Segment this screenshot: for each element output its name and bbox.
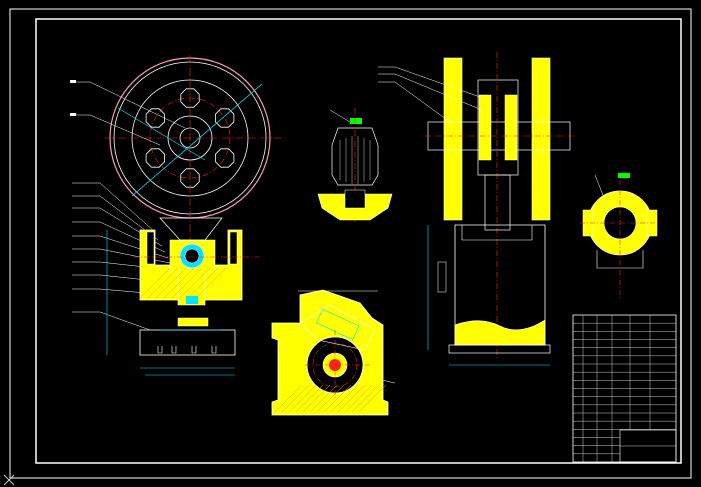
flywheel-hole (145, 108, 166, 128)
side-view-frame (378, 52, 575, 366)
hatch-line (337, 384, 366, 413)
lever-arm (299, 304, 376, 351)
ram-tip (186, 296, 198, 304)
right-guide-slot (229, 231, 238, 265)
green-tag-cam (350, 118, 362, 124)
inner-border (35, 18, 682, 464)
hatch-line (155, 267, 187, 299)
flywheel-hole (145, 148, 166, 168)
hatch-line (351, 384, 380, 413)
flywheel-hole (180, 168, 200, 188)
hatch-line (163, 267, 195, 299)
gear-box-section (271, 289, 396, 416)
t-slots (157, 346, 217, 354)
ring-detail (580, 173, 660, 300)
crank-bore (184, 248, 200, 264)
hatch-line (147, 267, 179, 299)
right-flywheel-side (531, 57, 551, 221)
hatch-line (309, 384, 338, 413)
hatch-line (195, 267, 227, 299)
ram-plate (177, 317, 209, 327)
title-block (572, 314, 677, 463)
cam-ribs (339, 136, 371, 184)
hatch-line (139, 267, 171, 299)
flywheel-hole (180, 88, 200, 108)
side-leaders (378, 66, 483, 123)
hatch-line (187, 267, 219, 299)
hatch-line (344, 384, 373, 413)
outer-border (9, 8, 692, 479)
hatch-line (171, 267, 203, 299)
green-tag-ring (618, 173, 630, 178)
column (484, 174, 511, 231)
flywheel-hole (214, 148, 235, 168)
hatch-line (323, 384, 352, 413)
cam-body (331, 127, 379, 186)
hatch-line (358, 384, 387, 413)
ucs-x-icon (3, 474, 15, 486)
hatch-line (288, 384, 317, 413)
cam-detail (317, 108, 393, 222)
hatch-line (274, 384, 303, 413)
hatch-line (316, 384, 345, 413)
flywheel-hole (214, 108, 235, 128)
front-view-flywheel (70, 55, 285, 376)
diameter-dim (131, 83, 263, 197)
hatch-line (330, 384, 359, 413)
body-hatch (139, 267, 227, 299)
left-guide-slot (146, 231, 155, 265)
left-flywheel-side (443, 57, 463, 221)
hatch-line (302, 384, 331, 413)
hatch-line (281, 384, 310, 413)
flywheel-holes (145, 88, 235, 188)
frame-foot (448, 344, 551, 354)
base-bolster (139, 329, 236, 356)
hatch-line (179, 267, 211, 299)
frame-base-fill (454, 319, 546, 346)
gearbox-hatch (274, 384, 387, 413)
front-leader-tags (70, 80, 76, 116)
hole-dim (117, 107, 206, 161)
hatch-line (295, 384, 324, 413)
bracket-arm (159, 217, 223, 241)
